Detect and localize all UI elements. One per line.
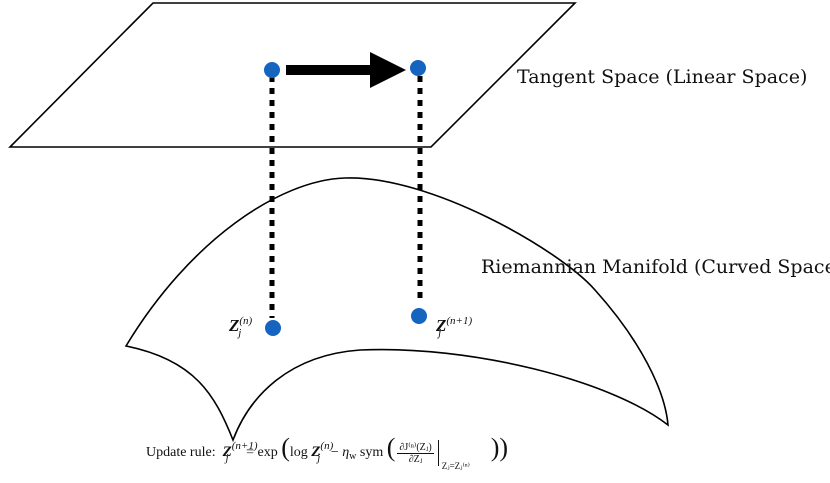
tangent-arrow-head <box>370 52 406 88</box>
zn1-label: Z(n+1)j <box>436 315 473 339</box>
update-rule-prefix: Update rule: <box>146 445 216 461</box>
tangent-plane <box>8 2 577 148</box>
tangent-point-start <box>264 62 280 78</box>
zn-label: Z(n)j <box>229 315 253 339</box>
manifold-point-zn <box>265 320 281 336</box>
manifold-point-zn1 <box>411 308 427 324</box>
tangent-point-end <box>410 60 426 76</box>
update-rule-equation: Update rule: Z(n+1)j = exp (log Z(n)j − … <box>146 433 509 471</box>
tangent-space-label: Tangent Space (Linear Space) <box>517 66 808 88</box>
manifold-surface <box>124 177 669 443</box>
manifold-label: Riemannian Manifold (Curved Space) <box>481 256 830 278</box>
